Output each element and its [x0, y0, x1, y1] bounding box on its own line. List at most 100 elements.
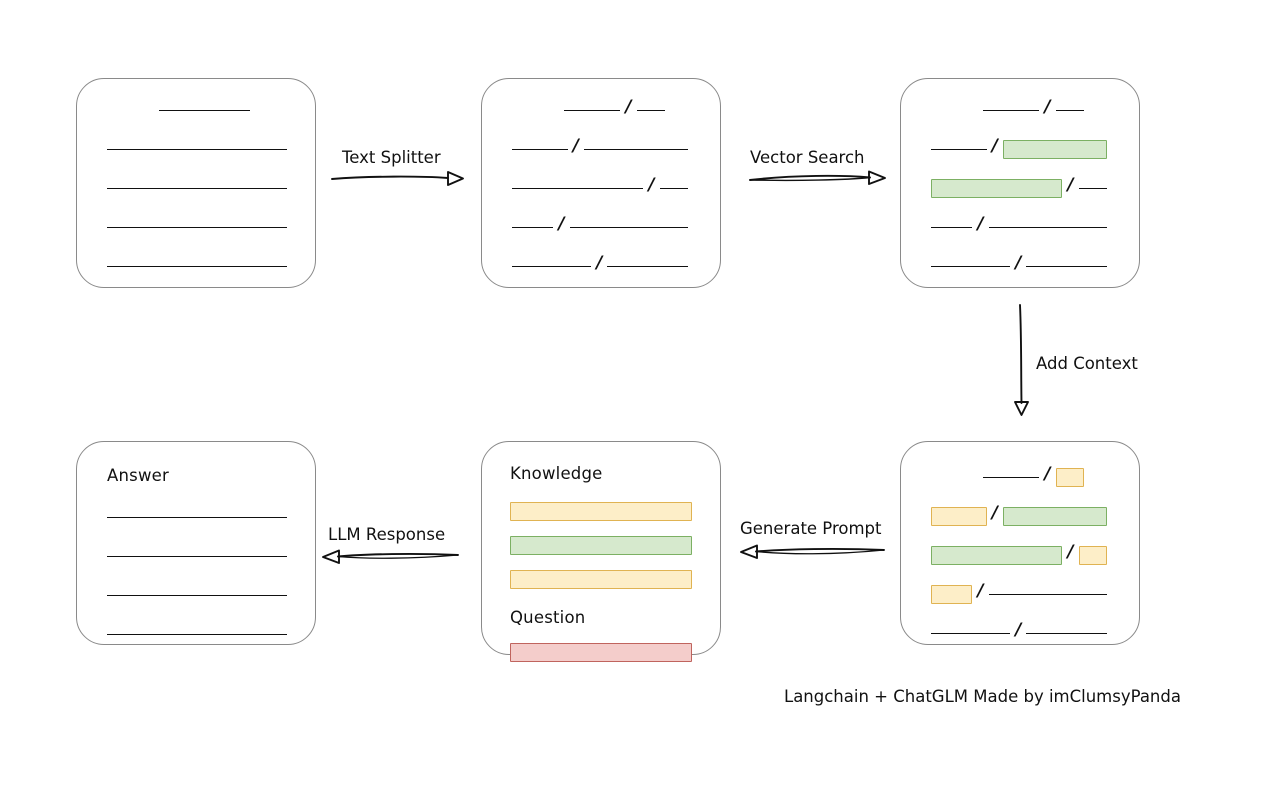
card-prompt[interactable]: Knowledge Question — [481, 441, 721, 662]
text-line: / — [931, 98, 1111, 117]
highlight-chip-green — [1003, 139, 1108, 159]
text-line — [107, 142, 287, 156]
rule-segment — [607, 265, 689, 267]
highlight-chip-yellow — [1055, 467, 1084, 487]
rule-segment — [512, 187, 644, 189]
segment-slash: / — [991, 502, 999, 523]
text-line: / — [931, 254, 1111, 273]
segment-slash: / — [1015, 252, 1022, 273]
segment-slash: / — [977, 580, 984, 601]
prompt-bar-green — [510, 535, 692, 555]
highlight-chip-green — [931, 545, 1063, 565]
answer-lines — [107, 511, 287, 642]
segment-slash: / — [1067, 174, 1074, 195]
rule-segment — [931, 265, 1011, 267]
arrow-add-context — [1010, 303, 1034, 417]
highlight-chip-green — [931, 178, 1063, 198]
text-line — [107, 220, 287, 234]
vector-matches-body: / / / / / — [931, 98, 1111, 271]
card-vector-matches[interactable]: / / / / / — [900, 78, 1140, 288]
text-line: / — [931, 176, 1111, 198]
footer-attribution: Langchain + ChatGLM Made by imClumsyPand… — [784, 687, 1181, 706]
highlight-chip-yellow — [931, 584, 973, 604]
answer-heading: Answer — [107, 466, 169, 485]
text-line: / — [931, 215, 1111, 234]
rule-segment — [107, 595, 287, 596]
rule-segment — [107, 634, 287, 635]
card-context-added[interactable]: / / / / / — [900, 441, 1140, 645]
rule-segment — [636, 109, 665, 111]
rule-segment — [1026, 632, 1108, 634]
rule-segment — [931, 148, 987, 150]
rule-segment — [512, 265, 592, 267]
card-answer[interactable]: Answer — [76, 441, 316, 645]
text-line: / — [931, 621, 1111, 640]
rule-segment — [988, 593, 1108, 595]
rule-segment — [931, 632, 1011, 634]
segment-slash: / — [625, 96, 632, 117]
rule-segment — [983, 109, 1040, 111]
text-line — [107, 511, 287, 525]
text-line — [107, 181, 287, 195]
card-split-chunks[interactable]: / / / / / — [481, 78, 721, 288]
rule-segment — [584, 148, 689, 150]
prompt-body: Knowledge Question — [510, 464, 692, 662]
rule-segment — [569, 226, 689, 228]
arrow-generate-prompt-label: Generate Prompt — [740, 519, 882, 538]
rule-segment — [983, 476, 1040, 478]
text-line — [107, 589, 287, 603]
context-added-body: / / / / / — [931, 465, 1111, 638]
rule-segment — [1026, 265, 1108, 267]
rule-segment — [512, 226, 554, 228]
text-line: / — [512, 254, 692, 273]
segment-slash: / — [1044, 463, 1051, 484]
text-line — [107, 259, 287, 273]
segment-slash: / — [648, 174, 655, 195]
text-line — [107, 628, 287, 642]
source-document-body — [107, 103, 287, 267]
rule-segment — [988, 226, 1108, 228]
card-source-document[interactable] — [76, 78, 316, 288]
rule-segment — [1055, 109, 1084, 111]
vector-matches-lines: / / / / / — [931, 98, 1111, 273]
rule-segment — [107, 226, 287, 228]
rule-segment — [107, 187, 287, 189]
source-document-lines — [107, 103, 287, 273]
rule-segment — [1078, 187, 1108, 189]
arrow-add-context-label: Add Context — [1036, 354, 1138, 373]
arrow-llm-response — [320, 546, 460, 568]
text-line — [107, 550, 287, 564]
segment-slash: / — [596, 252, 603, 273]
prompt-bar-red — [510, 643, 692, 662]
arrow-text-splitter — [330, 168, 466, 190]
text-line: / — [931, 543, 1111, 565]
text-line: / — [931, 465, 1111, 487]
segment-slash: / — [977, 213, 984, 234]
knowledge-bars — [510, 501, 692, 589]
segment-slash: / — [1067, 541, 1074, 562]
segment-slash: / — [558, 213, 565, 234]
rule-segment — [107, 556, 287, 557]
split-chunks-body: / / / / / — [512, 98, 692, 271]
arrow-generate-prompt — [738, 541, 886, 563]
rule-segment — [107, 148, 287, 150]
text-line: / — [931, 504, 1111, 526]
prompt-bar-yellow — [510, 501, 692, 521]
arrow-text-splitter-label: Text Splitter — [342, 148, 441, 167]
question-heading: Question — [510, 607, 586, 627]
rule-segment — [512, 148, 568, 150]
highlight-chip-yellow — [931, 506, 987, 526]
highlight-chip-yellow — [1078, 545, 1108, 565]
segment-slash: / — [572, 135, 580, 156]
text-line: / — [931, 582, 1111, 604]
arrow-vector-search-label: Vector Search — [750, 148, 865, 167]
segment-slash: / — [991, 135, 999, 156]
split-chunks-lines: / / / / / — [512, 98, 692, 273]
text-line: / — [512, 215, 692, 234]
rule-segment — [107, 517, 287, 518]
context-added-lines: / / / / / — [931, 465, 1111, 640]
knowledge-heading: Knowledge — [510, 464, 603, 483]
rule-segment — [659, 187, 689, 189]
rule-segment — [107, 265, 287, 267]
